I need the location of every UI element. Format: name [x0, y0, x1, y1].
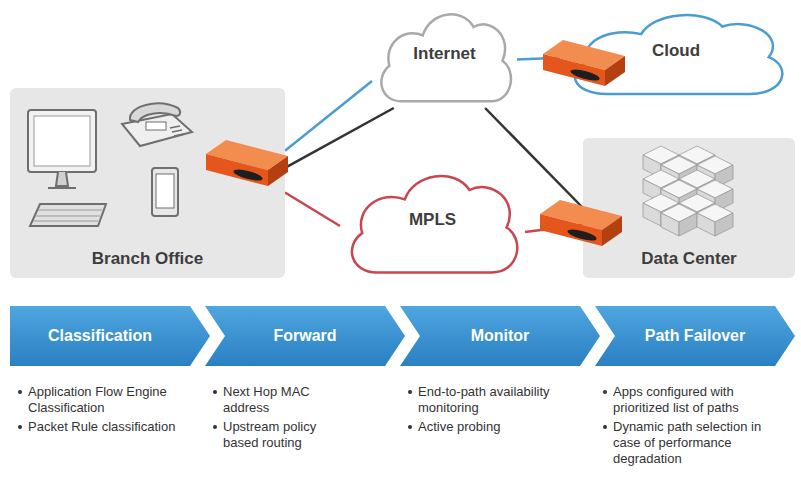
bullet-text: Application Flow Engine Classification	[28, 384, 178, 416]
network-link	[285, 193, 340, 227]
bullet-text: Next Hop MAC address	[223, 384, 343, 416]
node-title: Data Center	[641, 249, 736, 269]
appliance	[543, 40, 625, 86]
bullet-text: Active probing	[418, 419, 568, 435]
computer	[28, 110, 106, 226]
network-link	[285, 81, 372, 151]
appliance	[206, 140, 288, 186]
bullet-dot	[408, 390, 412, 394]
bullet-text: Apps configured with prioritized list of…	[613, 384, 791, 416]
network-cloud: Internet	[372, 0, 517, 108]
site-panel: Branch Office	[10, 88, 285, 278]
bullet-dot	[18, 390, 22, 394]
bullet-dot	[213, 425, 217, 429]
network-cloud: MPLS	[340, 160, 525, 280]
node-title: Branch Office	[92, 249, 203, 269]
process-chevron: Classification	[10, 306, 210, 366]
node-title: Cloud	[652, 41, 700, 61]
process-chevron: Monitor	[400, 306, 600, 366]
node-title: Internet	[413, 44, 475, 64]
desk-phone	[122, 104, 192, 146]
appliance	[540, 200, 622, 246]
bullet-dot	[603, 390, 607, 394]
step-title: Classification	[48, 327, 152, 345]
network-link	[285, 108, 394, 168]
bullet-text: End-to-path availability monitoring	[418, 384, 568, 416]
node-title: MPLS	[409, 210, 456, 230]
process-chevron: Path Failover	[595, 306, 795, 366]
step-title: Monitor	[471, 327, 530, 345]
network-cloud: Cloud	[560, 2, 792, 100]
bullet-text: Upstream policy based routing	[223, 419, 343, 451]
step-title: Path Failover	[645, 327, 745, 345]
step-title: Forward	[273, 327, 336, 345]
bullet-dot	[18, 425, 22, 429]
bullet-dot	[603, 425, 607, 429]
bullet-text: Packet Rule classification	[28, 419, 178, 435]
mobile-phone	[152, 168, 178, 216]
bullet-dot	[408, 425, 412, 429]
bullet-dot	[213, 390, 217, 394]
bullet-text: Dynamic path selection in case of perfor…	[613, 419, 791, 467]
process-chevron: Forward	[205, 306, 405, 366]
site-panel: Data Center	[583, 138, 795, 278]
server-stack	[643, 146, 733, 236]
